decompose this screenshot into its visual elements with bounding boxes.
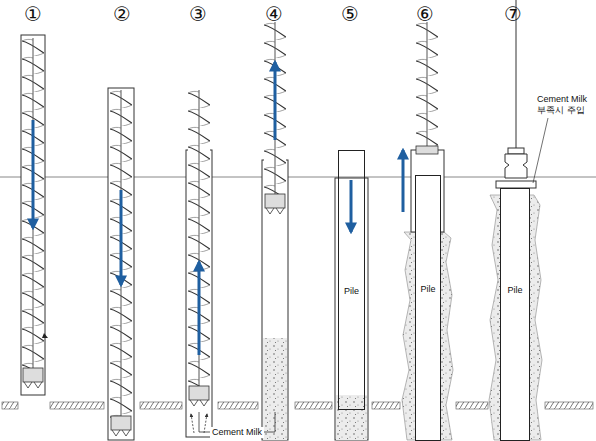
pile: Pile xyxy=(415,175,441,441)
pile-label: Pile xyxy=(344,286,359,297)
pile: Pile xyxy=(338,150,365,410)
pile-label: Pile xyxy=(420,284,435,295)
step-number: ⑥ xyxy=(416,3,434,25)
note-label: Cement Milk 부족시 주입 xyxy=(537,94,593,116)
step-number: ④ xyxy=(265,3,283,25)
pile: Pile xyxy=(500,188,530,441)
step-number: ① xyxy=(24,3,42,25)
note-label: Cement Milk xyxy=(210,427,264,438)
step-number: ⑤ xyxy=(341,3,359,25)
step-number: ⑦ xyxy=(504,3,522,25)
step-number: ② xyxy=(113,3,131,25)
step-number: ③ xyxy=(189,3,207,25)
pile-label: Pile xyxy=(507,285,522,296)
